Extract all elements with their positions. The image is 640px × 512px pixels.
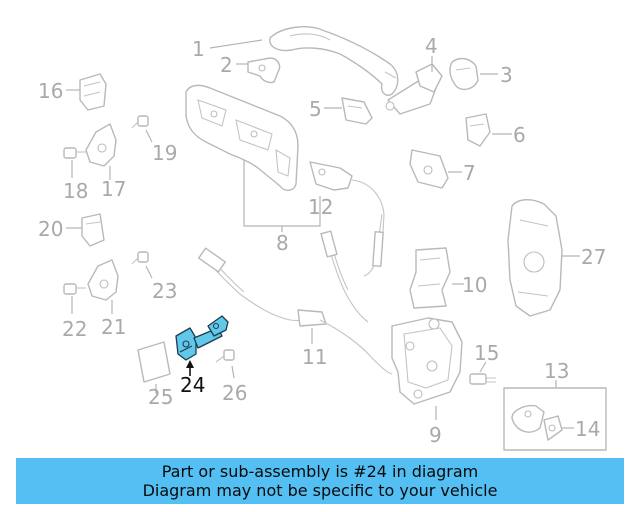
callout-22: 22: [62, 317, 87, 341]
callout-20: 20: [38, 217, 63, 241]
leader-24-arrow: [186, 360, 194, 368]
callout-23: 23: [152, 279, 177, 303]
part-17-hinge-body: [85, 123, 117, 167]
leader-1: [209, 39, 263, 49]
cable-assembly: [320, 213, 384, 323]
part-16-hinge: [79, 73, 107, 111]
leader-15: [479, 361, 487, 373]
callout-10: 10: [462, 273, 487, 297]
part-11-release-cable: [198, 247, 393, 375]
part-10-actuator: [409, 247, 451, 309]
callout-12: 12: [308, 195, 333, 219]
part-24-door-check[interactable]: [175, 315, 229, 361]
callout-18: 18: [63, 179, 88, 203]
callout-6: 6: [513, 123, 526, 147]
part-18-bolt: [63, 147, 86, 159]
callout-7: 7: [463, 161, 476, 185]
callout-26: 26: [222, 381, 247, 405]
callout-24[interactable]: 24: [180, 373, 205, 397]
part-2-handle-pad: [247, 57, 281, 84]
part-26-bolt: [215, 349, 235, 363]
callout-9: 9: [429, 423, 442, 447]
callout-21: 21: [101, 315, 126, 339]
callout-25: 25: [148, 385, 173, 409]
callout-8: 8: [276, 231, 289, 255]
part-27-panel: [507, 199, 563, 317]
part-8-handle-frame: [185, 84, 299, 191]
callout-17: 17: [101, 177, 126, 201]
banner-line-2: Diagram may not be specific to your vehi…: [142, 481, 498, 500]
part-1-outside-handle: [269, 26, 399, 96]
part-22-bolt: [63, 283, 86, 295]
leader-19: [145, 129, 153, 143]
part-5-pad: [341, 97, 373, 125]
callout-27: 27: [581, 245, 606, 269]
callout-5: 5: [309, 97, 322, 121]
part-23-bolt: [131, 251, 149, 265]
part-3-cylinder-cap: [449, 57, 479, 91]
leader-23: [145, 265, 153, 279]
callout-11: 11: [302, 345, 327, 369]
callout-4: 4: [425, 34, 438, 58]
part-14-striker: [511, 404, 563, 441]
callout-16: 16: [38, 79, 63, 103]
part-9-door-latch: [391, 317, 463, 405]
callout-19: 19: [152, 141, 177, 165]
part-12-rod-clip: [309, 161, 385, 251]
part-21-hinge-body: [87, 259, 119, 301]
part-15-screw: [469, 373, 496, 385]
part-25-cover: [137, 341, 171, 383]
part-7-gasket: [409, 149, 449, 189]
callout-1: 1: [192, 37, 205, 61]
callout-2: 2: [220, 53, 233, 77]
part-20-hinge: [81, 213, 105, 247]
part-6-cover: [465, 113, 491, 147]
callout-15: 15: [474, 341, 499, 365]
callout-3: 3: [500, 63, 513, 87]
info-banner: Part or sub-assembly is #24 in diagram D…: [16, 458, 624, 504]
banner-line-1: Part or sub-assembly is #24 in diagram: [161, 462, 479, 481]
callout-13: 13: [544, 359, 569, 383]
part-19-bolt: [131, 115, 149, 129]
part-4-lock-cylinder: [385, 63, 443, 115]
callout-14: 14: [575, 417, 600, 441]
leader-26: [231, 365, 235, 379]
